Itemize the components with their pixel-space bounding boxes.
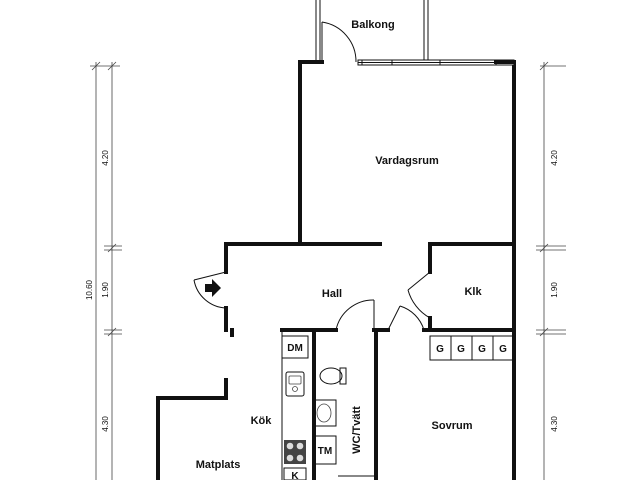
wc-fixtures: TM <box>313 367 374 477</box>
washbasin-icon <box>313 399 337 427</box>
entrance-door <box>193 271 227 309</box>
toilet-icon <box>319 367 347 385</box>
room-label-balcony: Balkong <box>351 19 394 31</box>
left-dimensions: 10.60 4.20 1.90 4.30 <box>85 61 122 480</box>
stove-icon <box>284 440 306 464</box>
room-label-living-room: Vardagsrum <box>375 155 439 167</box>
exterior-walls <box>156 60 516 480</box>
interior-walls <box>280 242 516 480</box>
wardrobe-label: G <box>499 344 507 355</box>
dishwasher-label: DM <box>287 343 303 354</box>
balcony-door <box>321 21 357 63</box>
room-label-wc-laundry: WC/Tvätt <box>351 406 363 454</box>
fridge-label: K <box>291 471 299 480</box>
wardrobes: G G G G <box>429 335 515 361</box>
living-room-windows <box>357 59 516 66</box>
dryer-label: TM <box>318 446 332 457</box>
room-label-kitchen: Kök <box>251 415 273 427</box>
dim-total: 10.60 <box>85 279 94 300</box>
kitchen-fixtures: DM K <box>281 335 309 480</box>
dim-left-bottom: 4.30 <box>101 416 110 432</box>
room-label-bedroom: Sovrum <box>432 420 473 432</box>
room-label-dining: Matplats <box>196 459 241 471</box>
balcony-area <box>315 0 429 62</box>
dim-right-middle: 1.90 <box>550 282 559 298</box>
interior-doors <box>335 271 431 331</box>
wardrobe-label: G <box>436 344 444 355</box>
room-label-closet: Klk <box>464 286 482 298</box>
wardrobe-label: G <box>457 344 465 355</box>
right-dimensions: 4.20 1.90 4.30 <box>536 61 566 480</box>
room-label-hall: Hall <box>322 288 342 300</box>
wardrobe-label: G <box>478 344 486 355</box>
dim-right-bottom: 4.30 <box>550 416 559 432</box>
dim-left-middle: 1.90 <box>101 282 110 298</box>
dim-right-top: 4.20 <box>550 150 559 166</box>
sink-icon <box>285 371 305 397</box>
dim-left-top: 4.20 <box>101 150 110 166</box>
entrance-arrow-icon <box>205 279 221 297</box>
